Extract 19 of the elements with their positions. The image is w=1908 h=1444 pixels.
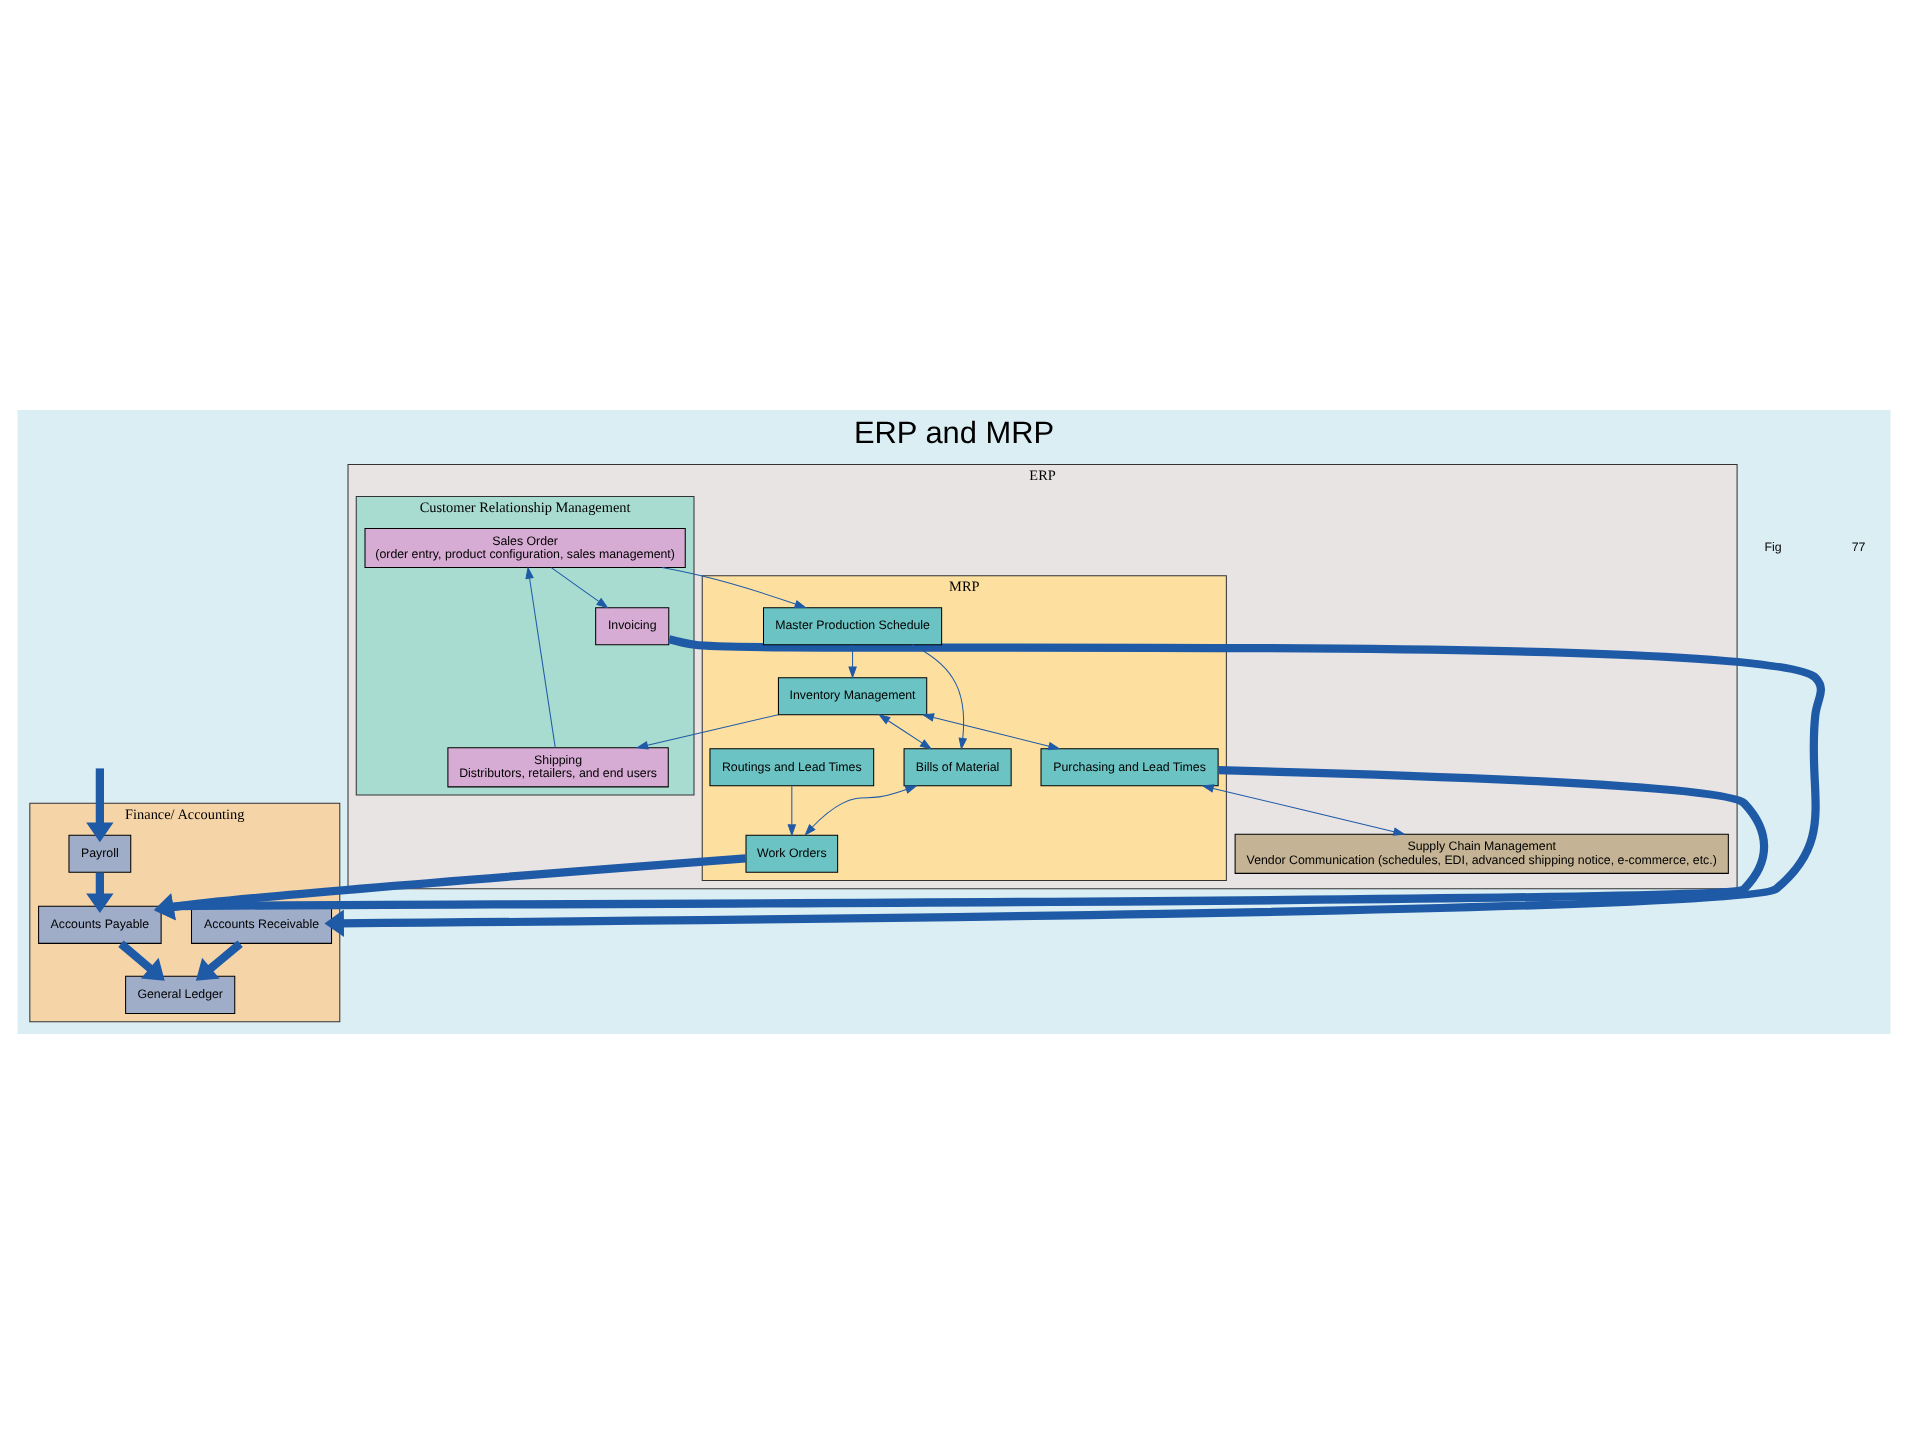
arrow <box>195 940 243 981</box>
arrow <box>86 872 114 914</box>
arrow <box>154 766 1768 921</box>
arrow <box>550 567 609 609</box>
arrow <box>804 785 918 837</box>
arrow <box>911 644 968 751</box>
arrow <box>921 713 1061 751</box>
arrow <box>635 714 779 750</box>
arrow <box>787 785 797 837</box>
diagram-title: ERP and MRP <box>853 416 1055 451</box>
arrow <box>848 644 857 679</box>
arrow <box>1201 784 1406 836</box>
arrow <box>86 768 114 843</box>
arrow <box>118 940 165 981</box>
arrow <box>525 566 556 749</box>
arrow <box>661 567 807 609</box>
arrow <box>154 854 747 921</box>
arrow <box>324 635 1823 937</box>
arrow <box>878 714 933 750</box>
